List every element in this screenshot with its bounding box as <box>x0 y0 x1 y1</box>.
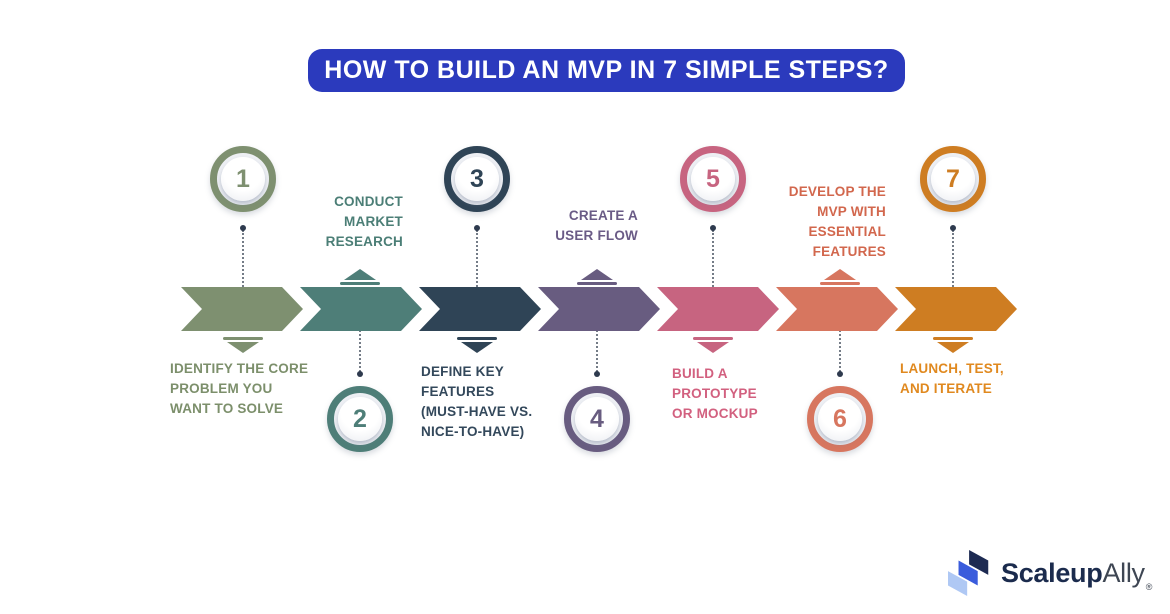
connector-line <box>839 330 841 372</box>
step-3-number: 3 <box>470 164 484 193</box>
step-4-label: CREATE A USER FLOW <box>555 208 638 243</box>
step-4-number: 4 <box>590 404 604 433</box>
connector-line <box>712 230 714 287</box>
connector-line <box>952 230 954 287</box>
brand-name-secondary: Ally <box>1102 557 1145 588</box>
triangle-down-icon <box>697 342 729 353</box>
triangle-down-icon <box>461 342 493 353</box>
step-2-label: CONDUCT MARKET RESEARCH <box>325 194 403 249</box>
step-2-number: 2 <box>353 404 367 433</box>
connector-dot <box>950 225 956 231</box>
pointer-rule <box>693 337 733 340</box>
step-3-badge: 3 <box>444 146 510 212</box>
step-5-number: 5 <box>706 164 720 193</box>
step-7-badge: 7 <box>920 146 986 212</box>
step-1-label: IDENTIFY THE CORE PROBLEM YOU WANT TO SO… <box>170 361 309 416</box>
connector-dot <box>594 371 600 377</box>
step-7-chevron <box>895 287 1017 331</box>
triangle-up-icon <box>824 269 856 280</box>
triangle-up-icon <box>581 269 613 280</box>
pointer-rule <box>577 282 617 285</box>
step-6-badge: 6 <box>807 386 873 452</box>
step-2-chevron <box>300 287 422 331</box>
scaleupally-logo-icon <box>948 550 989 596</box>
step-2-badge: 2 <box>327 386 393 452</box>
step-5-label: BUILD A PROTOTYPE OR MOCKUP <box>672 366 758 421</box>
connector-line <box>476 230 478 287</box>
step-6-chevron <box>776 287 898 331</box>
step-4-badge: 4 <box>564 386 630 452</box>
step-1-number: 1 <box>236 164 250 193</box>
connector-dot <box>837 371 843 377</box>
pointer-rule <box>933 337 973 340</box>
step-3-label: DEFINE KEY FEATURES (MUST-HAVE VS. NICE-… <box>421 364 533 439</box>
title-banner: HOW TO BUILD AN MVP IN 7 SIMPLE STEPS? <box>308 49 905 92</box>
connector-line <box>596 330 598 372</box>
pointer-rule <box>820 282 860 285</box>
step-5-chevron <box>657 287 779 331</box>
pointer-rule <box>223 337 263 340</box>
registered-mark: ® <box>1145 582 1153 592</box>
connector-dot <box>710 225 716 231</box>
pointer-rule <box>457 337 497 340</box>
step-6-label: DEVELOP THE MVP WITH ESSENTIAL FEATURES <box>788 184 886 259</box>
step-4-chevron <box>538 287 660 331</box>
triangle-up-icon <box>344 269 376 280</box>
page-title: HOW TO BUILD AN MVP IN 7 SIMPLE STEPS? <box>324 56 889 84</box>
step-1-badge: 1 <box>210 146 276 212</box>
step-3-chevron <box>419 287 541 331</box>
step-5-badge: 5 <box>680 146 746 212</box>
connector-dot <box>240 225 246 231</box>
step-1-chevron <box>181 287 303 331</box>
connector-line <box>359 330 361 372</box>
connector-dot <box>474 225 480 231</box>
step-6-number: 6 <box>833 404 847 433</box>
brand-name-primary: Scaleup <box>1001 557 1103 588</box>
connector-line <box>242 230 244 287</box>
connector-dot <box>357 371 363 377</box>
step-7-label: LAUNCH, TEST, AND ITERATE <box>900 361 1004 396</box>
triangle-down-icon <box>227 342 259 353</box>
triangle-down-icon <box>937 342 969 353</box>
step-7-number: 7 <box>946 164 960 193</box>
pointer-rule <box>340 282 380 285</box>
